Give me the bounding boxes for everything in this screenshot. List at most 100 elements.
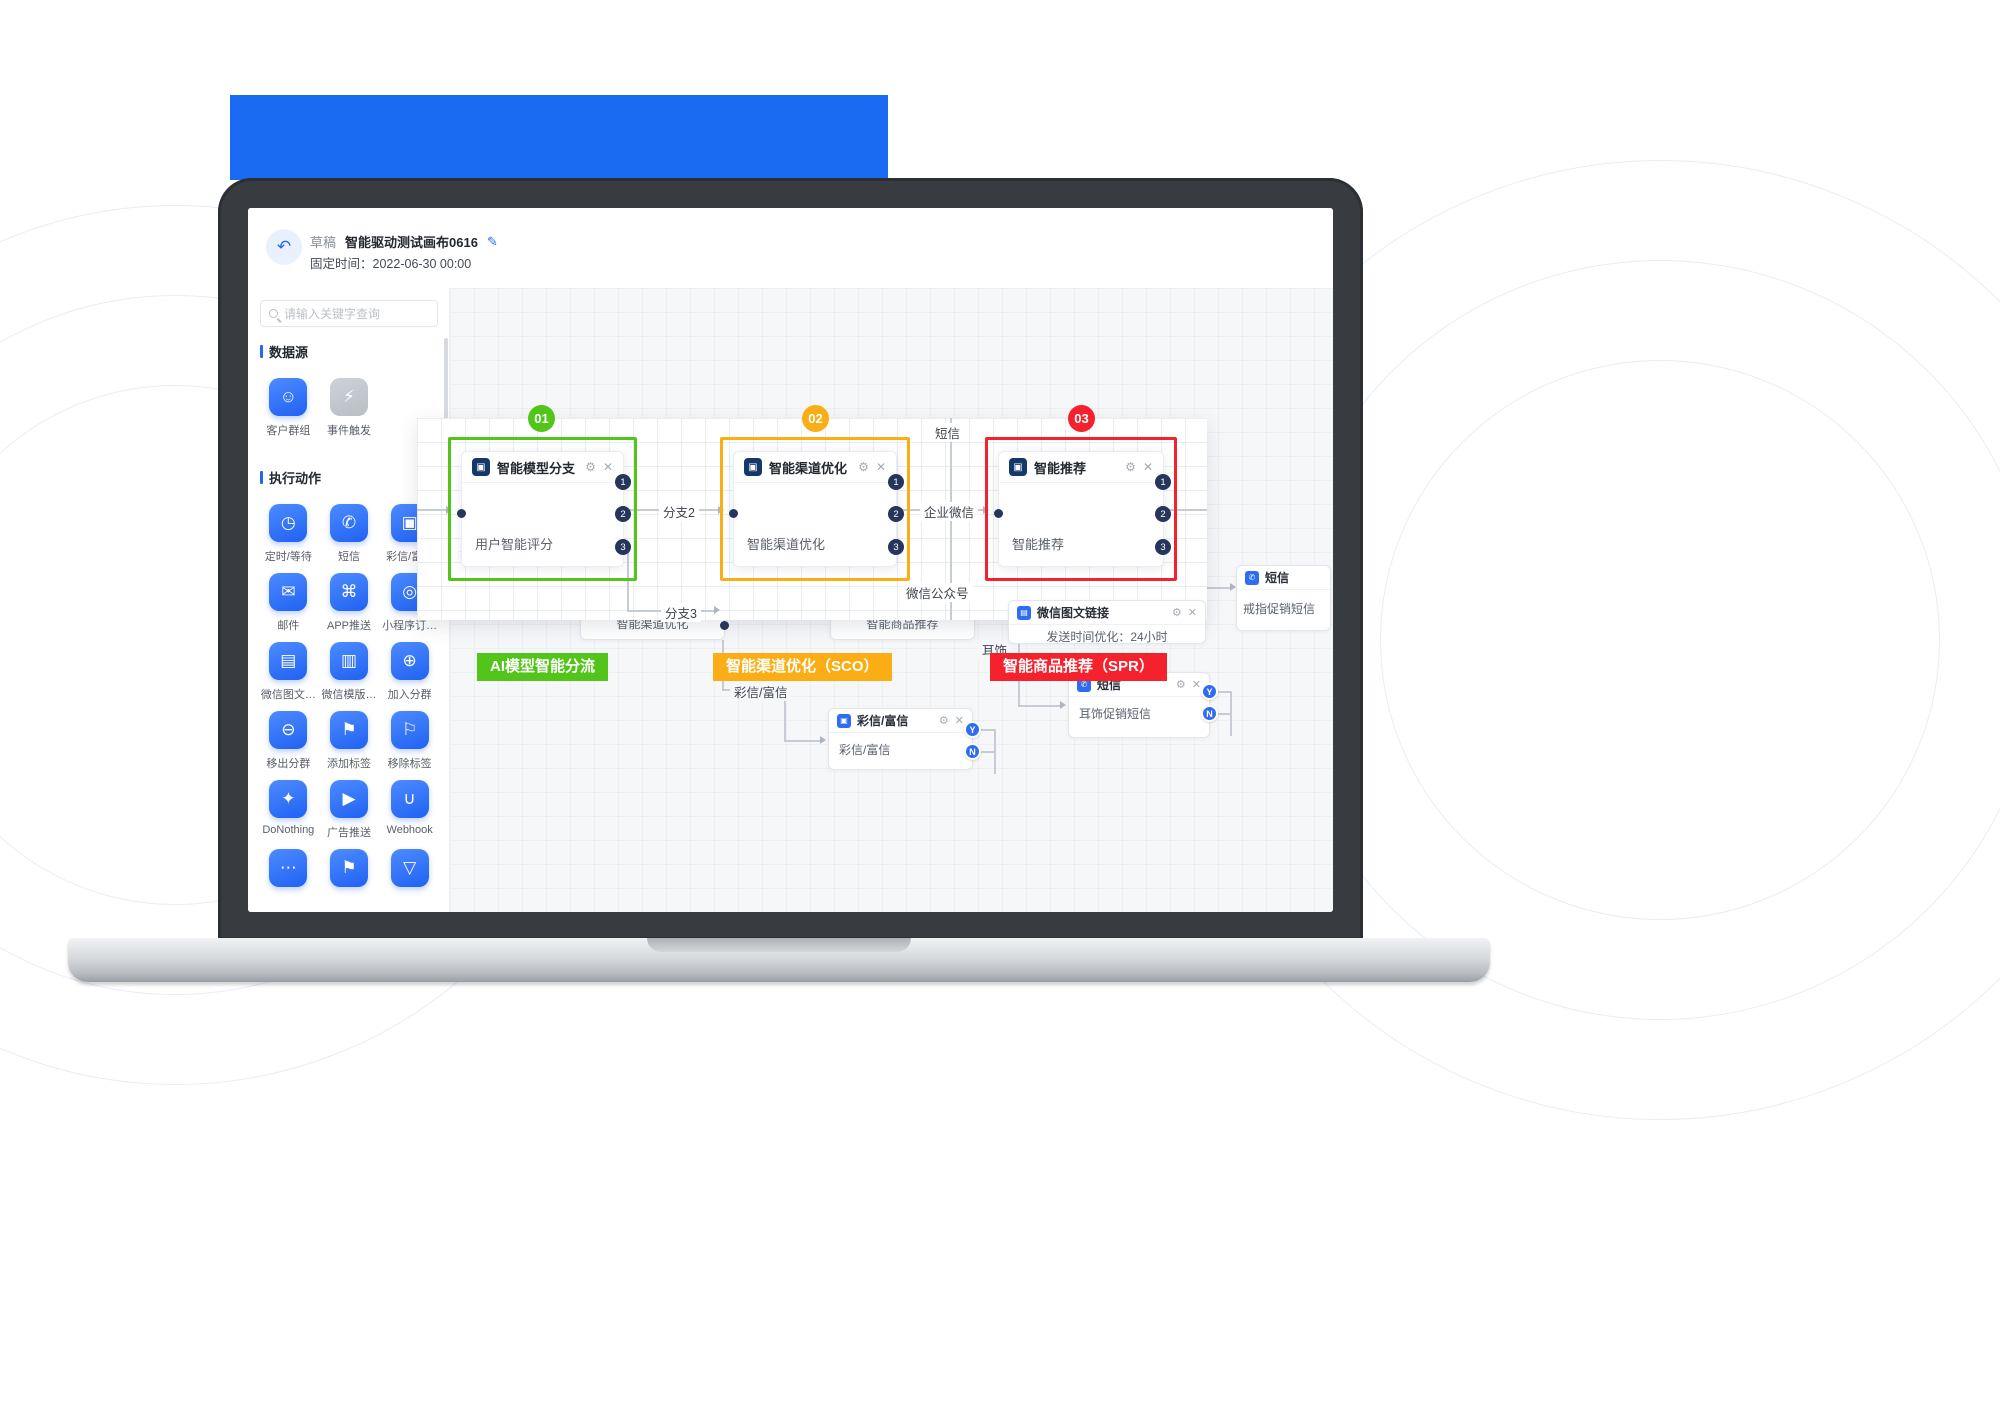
port-no[interactable]: N [1201,705,1218,722]
out-port-2[interactable]: 2 [615,506,631,522]
item-label: 邮件 [277,620,300,632]
port-yes[interactable]: Y [1201,683,1218,700]
out-port-1[interactable]: 1 [615,474,631,490]
search-input[interactable] [284,306,429,321]
page-title: 智能驱动测试画布0616 [345,235,478,250]
webhook-icon: ∪ [390,780,429,818]
mms-icon: ▣ [837,713,851,728]
wechat-template-icon: ▥ [329,642,368,680]
out-port[interactable] [720,621,729,630]
port-yes[interactable]: Y [964,721,981,738]
sidebar-item-add-tag[interactable]: ⚑ 添加标签 [319,711,380,780]
gear-icon[interactable]: ⚙ [1125,460,1136,474]
sidebar-scrollbar[interactable] [444,338,448,426]
connector [1213,713,1231,715]
customer-group-icon: ☺ [269,378,308,416]
connector [977,729,995,731]
model-branch-icon: ▣ [472,458,490,476]
node-tools: ⚙ ✕ [1176,678,1201,691]
gear-icon[interactable]: ⚙ [858,460,869,474]
section-bar [260,345,263,358]
item-label: 广告推送 [326,827,371,839]
gear-icon[interactable]: ⚙ [1171,607,1182,619]
gear-icon[interactable]: ⚙ [938,715,949,727]
arrowhead [820,736,826,744]
back-button[interactable]: ↶ [266,229,302,265]
trash-icon[interactable]: ✕ [1142,460,1153,474]
sidebar-item-remove-tag[interactable]: ⚐ 移除标签 [379,711,440,780]
sidebar-item-webhook[interactable]: ∪ Webhook [379,780,440,849]
in-port[interactable] [729,509,738,518]
branch-label-mms: 彩信/富信 [730,682,792,701]
out-port-1[interactable]: 1 [888,474,904,490]
sidebar-item-ad-push[interactable]: ▶ 广告推送 [319,780,380,849]
node-mms[interactable]: ▣ 彩信/富信 ⚙ ✕ 彩信/富信 Y N [828,708,981,770]
step-badge-03: 03 [1068,405,1095,432]
app-push-icon: ⌘ [329,573,368,611]
fixed-time: 固定时间：2022-06-30 00:00 [310,253,471,272]
gear-icon[interactable]: ⚙ [585,460,596,474]
draft-status: 草稿 [310,235,337,250]
fixed-time-label: 固定时间： [310,257,373,271]
wechat-article-icon: ▤ [269,642,308,680]
item-label: 短信 [337,551,360,563]
sidebar-item-wechat-article[interactable]: ▤ 微信图文… [258,642,319,711]
trash-icon[interactable]: ✕ [875,460,886,474]
port-no[interactable]: N [964,743,981,760]
out-port-3[interactable]: 3 [1155,539,1171,555]
node-channel-optimization[interactable]: ▣ 智能渠道优化 ⚙ ✕ 智能渠道优化 1 2 3 [729,451,904,567]
sidebar-item-sms[interactable]: ✆ 短信 [319,504,380,573]
ad-push-icon: ▶ [329,780,368,818]
node-title: 短信 [1097,678,1122,692]
sms-icon: ✆ [329,504,368,542]
caption-ai-branch: AI模型智能分流 [477,653,609,681]
node-smart-recommend[interactable]: ▣ 智能推荐 ⚙ ✕ 智能推荐 1 2 3 [994,451,1171,567]
sidebar-item-do-nothing[interactable]: ✦ DoNothing [258,780,319,849]
sidebar-item-event-trigger[interactable]: ⚡ 事件触发 [319,378,380,438]
connector [627,551,629,611]
highlight-panel: 测试 3491 测试 3491 测试 3491 测试 3491 短信 分支2 企… [417,405,1207,629]
node-tools: ⚙ ✕ [1172,606,1197,619]
gear-icon[interactable]: ⚙ [1175,679,1186,691]
node-title: 智能模型分支 [497,460,576,476]
node-title: 智能渠道优化 [769,460,848,476]
sidebar-item-chat[interactable]: ⋯ [258,849,319,912]
trash-icon[interactable]: ✕ [602,460,613,474]
out-port-3[interactable]: 3 [888,539,904,555]
sidebar-item-tag[interactable]: ⚑ [319,849,380,912]
trash-icon[interactable]: ✕ [954,715,964,727]
highlight-box-green: ▣ 智能模型分支 ⚙ ✕ 用户智能评分 1 2 3 [448,437,637,581]
trash-icon[interactable]: ✕ [1191,679,1201,691]
sidebar-item-wechat-template[interactable]: ▥ 微信模版… [319,642,380,711]
sidebar-item-mail[interactable]: ✉ 邮件 [258,573,319,642]
out-port-1[interactable]: 1 [1155,474,1171,490]
tag-icon: ⚑ [329,849,368,887]
edit-title-icon[interactable]: ✎ [486,233,498,249]
out-port-3[interactable]: 3 [615,539,631,555]
remove-tag-icon: ⚐ [390,711,429,749]
sidebar-item-customer-group[interactable]: ☺ 客户群组 [258,378,319,438]
sidebar-item-timer-wait[interactable]: ◷ 定时/等待 [258,504,319,573]
node-wechat-link[interactable]: ▤ 微信图文链接 ⚙ ✕ 发送时间优化：24小时 [1008,600,1206,644]
step-badge-02: 02 [802,405,829,432]
connector [994,729,996,774]
out-port-2[interactable]: 2 [1155,506,1171,522]
in-port[interactable] [457,509,466,518]
sidebar-item-remove-group[interactable]: ⊖ 移出分群 [258,711,319,780]
out-port-2[interactable]: 2 [888,506,904,522]
sidebar-item-funnel[interactable]: ▽ [379,849,440,912]
node-ai-model-branch[interactable]: ▣ 智能模型分支 ⚙ ✕ 用户智能评分 1 2 3 [457,451,631,567]
sms-icon: ✆ [1245,570,1259,585]
search-box[interactable] [260,300,438,327]
wechat-article-icon: ▤ [1017,605,1031,620]
node-sms-ear[interactable]: ✆ 短信 ⚙ ✕ 耳饰促销短信 Y N [1068,672,1218,738]
sidebar-item-app-push[interactable]: ⌘ APP推送 [319,573,380,642]
sidebar-item-join-group[interactable]: ⊕ 加入分群 [379,642,440,711]
in-port[interactable] [994,509,1003,518]
trash-icon[interactable]: ✕ [1187,607,1197,619]
node-body: 耳饰促销短信 [1079,707,1152,721]
node-sms-ring[interactable]: ✆ 短信 戒指促销短信 [1236,565,1331,631]
connector [784,689,786,741]
action-grid: ◷ 定时/等待 ✆ 短信 ▣ 彩信/富… ✉ 邮件 [258,504,440,912]
node-tools: ⚙ ✕ [585,460,613,474]
